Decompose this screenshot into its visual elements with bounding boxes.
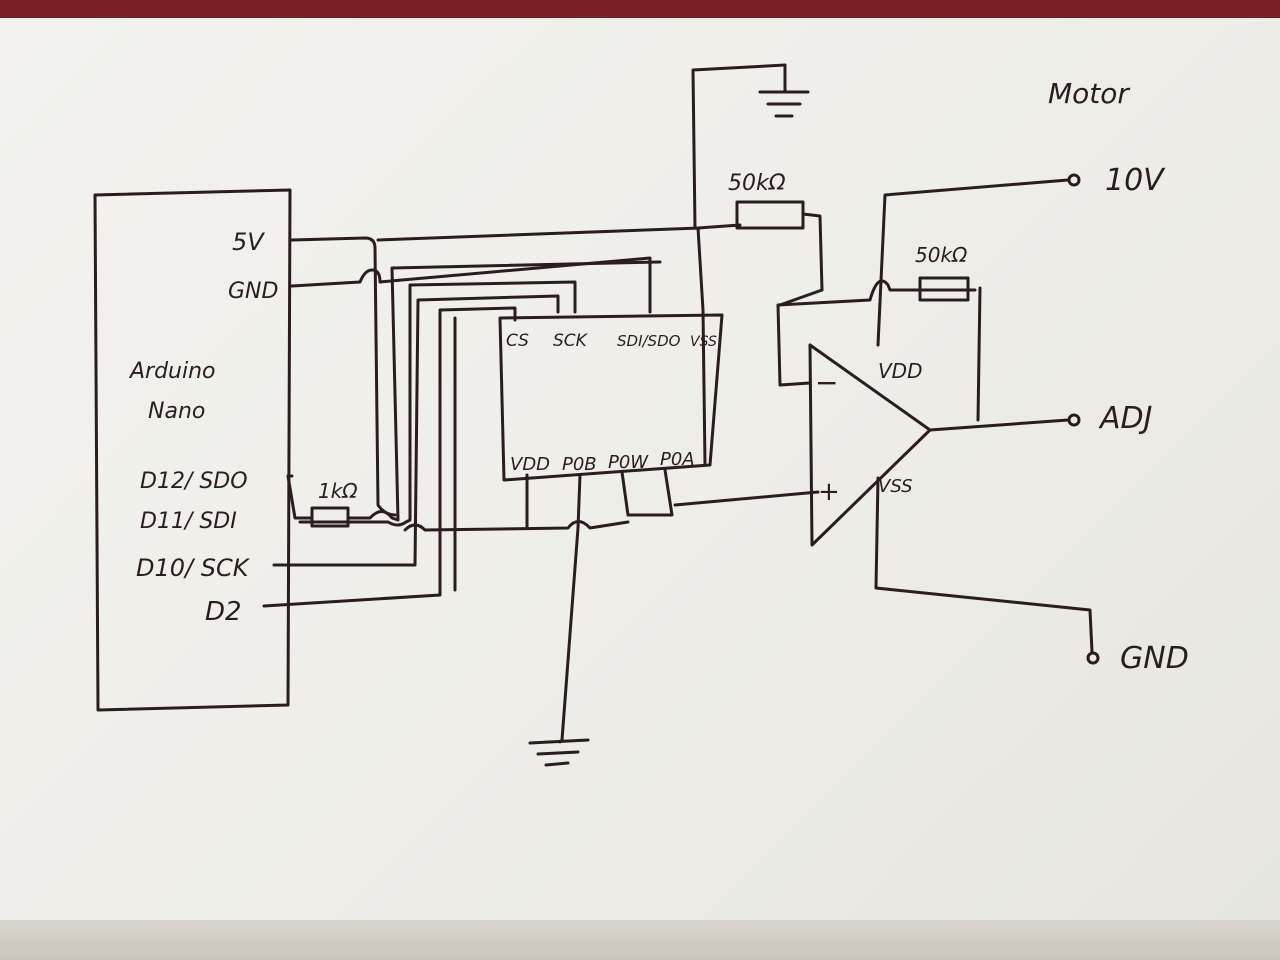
opamp: − + VDD VSS (776, 178, 1094, 654)
resistor-50k-fb-label: 50kΩ (915, 243, 968, 267)
motor-title: Motor (1048, 77, 1130, 110)
digipot-p0b-label: P0B (562, 454, 597, 475)
ground-symbol-top (691, 63, 810, 230)
opamp-plus-label: + (818, 477, 840, 507)
ground-symbol-bottom (528, 738, 590, 767)
terminal-adj: ADJ (1067, 401, 1152, 436)
arduino-name-2: Nano (148, 399, 205, 424)
arduino-name-1: Arduino (128, 359, 216, 384)
digipot-sck-label: SCK (553, 331, 589, 351)
digipot-sdi-label: SDI/SDO (617, 332, 681, 350)
resistor-50k-feedback: 50kΩ (915, 243, 970, 302)
opamp-minus-label: − (815, 366, 838, 399)
digipot-vdd-label: VDD (510, 454, 550, 475)
resistor-50k-top: 50kΩ (728, 171, 824, 292)
opamp-vdd-label: VDD (878, 359, 922, 383)
pin-label-d10: D10/ SCK (136, 554, 251, 582)
resistor-50k-top-label: 50kΩ (728, 171, 786, 196)
wires-arduino: 1kΩ (262, 226, 702, 608)
digipot-cs-label: CS (506, 331, 529, 351)
pin-label-gnd: GND (228, 279, 278, 304)
terminal-10v-label: 10V (1105, 163, 1166, 198)
wires-digipot-bottom (525, 223, 820, 742)
pin-label-d2: D2 (205, 597, 242, 627)
digipot-p0a-label: P0A (660, 449, 695, 470)
terminal-gnd-label: GND (1120, 641, 1189, 676)
paper-edge (0, 920, 1280, 960)
opamp-vss-label: VSS (878, 476, 913, 497)
pin-label-d12: D12/ SDO (140, 469, 248, 494)
digipot-chip: CS SCK SDI/SDO VSS VDD P0B P0W P0A (498, 313, 724, 482)
terminal-adj-label: ADJ (1098, 401, 1152, 436)
pin-label-d11: D11/ SDI (140, 509, 237, 534)
terminal-10v: 10V (1067, 163, 1166, 198)
arduino-nano: Arduino Nano 5V GND D12/ SDO D11/ SDI D1… (93, 188, 292, 712)
terminal-gnd: GND (1086, 641, 1189, 676)
pin-label-5v: 5V (232, 228, 265, 256)
digipot-p0w-label: P0W (608, 452, 649, 473)
resistor-1k-label: 1kΩ (318, 479, 358, 503)
